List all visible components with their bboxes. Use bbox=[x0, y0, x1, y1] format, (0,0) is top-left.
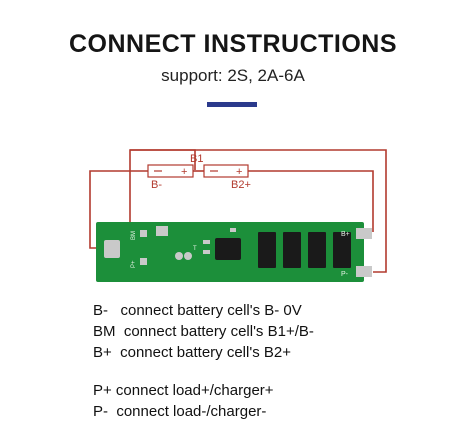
pad-bm bbox=[156, 226, 168, 236]
label-b2-plus: B2+ bbox=[231, 179, 251, 191]
wire-b-plus bbox=[246, 170, 374, 232]
instruction-b-minus: B- connect battery cell's B- 0V bbox=[93, 302, 302, 319]
mosfet-1 bbox=[258, 232, 276, 268]
test-point bbox=[184, 252, 192, 260]
page-subtitle: support: 2S, 2A-6A bbox=[161, 66, 305, 85]
smd-part bbox=[230, 228, 236, 232]
instruction-p-plus: P+ connect load+/charger+ bbox=[93, 382, 274, 399]
mosfet-3 bbox=[308, 232, 326, 268]
label-b1: B1 bbox=[190, 153, 203, 165]
cell1-plus-label: + bbox=[181, 166, 187, 178]
control-ic bbox=[215, 238, 241, 260]
label-p-minus: P- bbox=[341, 271, 349, 278]
accent-divider bbox=[207, 102, 257, 107]
label-b-minus: B- bbox=[151, 179, 162, 191]
pcb-board: T BM P+ B+ P- bbox=[96, 222, 372, 282]
label-t: T bbox=[193, 246, 197, 252]
pad-p-minus bbox=[356, 266, 372, 277]
smd-part bbox=[203, 250, 210, 254]
spacer bbox=[93, 363, 314, 380]
label-bm: BM bbox=[131, 231, 137, 240]
mosfet-2 bbox=[283, 232, 301, 268]
small-pad bbox=[140, 230, 147, 237]
battery-cell-1: + bbox=[147, 164, 194, 178]
smd-part bbox=[203, 240, 210, 244]
label-b-plus: B+ bbox=[341, 231, 350, 238]
mosfet-4 bbox=[333, 232, 351, 268]
wire-bm bbox=[129, 149, 196, 231]
instruction-p-minus: P- connect load-/charger- bbox=[93, 403, 267, 420]
instruction-list: B- connect battery cell's B- 0V BM conne… bbox=[93, 300, 314, 422]
pad-b-plus bbox=[356, 228, 372, 239]
page-title: CONNECT INSTRUCTIONS bbox=[68, 30, 398, 58]
battery-cell-2: + bbox=[203, 164, 249, 178]
instruction-b-plus: B+ connect battery cell's B2+ bbox=[93, 344, 291, 361]
small-pad bbox=[140, 258, 147, 265]
pad-b-minus bbox=[104, 240, 120, 258]
wires bbox=[89, 149, 387, 273]
label-p-plus: P+ bbox=[131, 260, 137, 268]
test-point bbox=[175, 252, 183, 260]
wire-right-loop bbox=[356, 149, 387, 273]
instruction-bm: BM connect battery cell's B1+/B- bbox=[93, 323, 314, 340]
cell2-plus-label: + bbox=[236, 166, 242, 178]
